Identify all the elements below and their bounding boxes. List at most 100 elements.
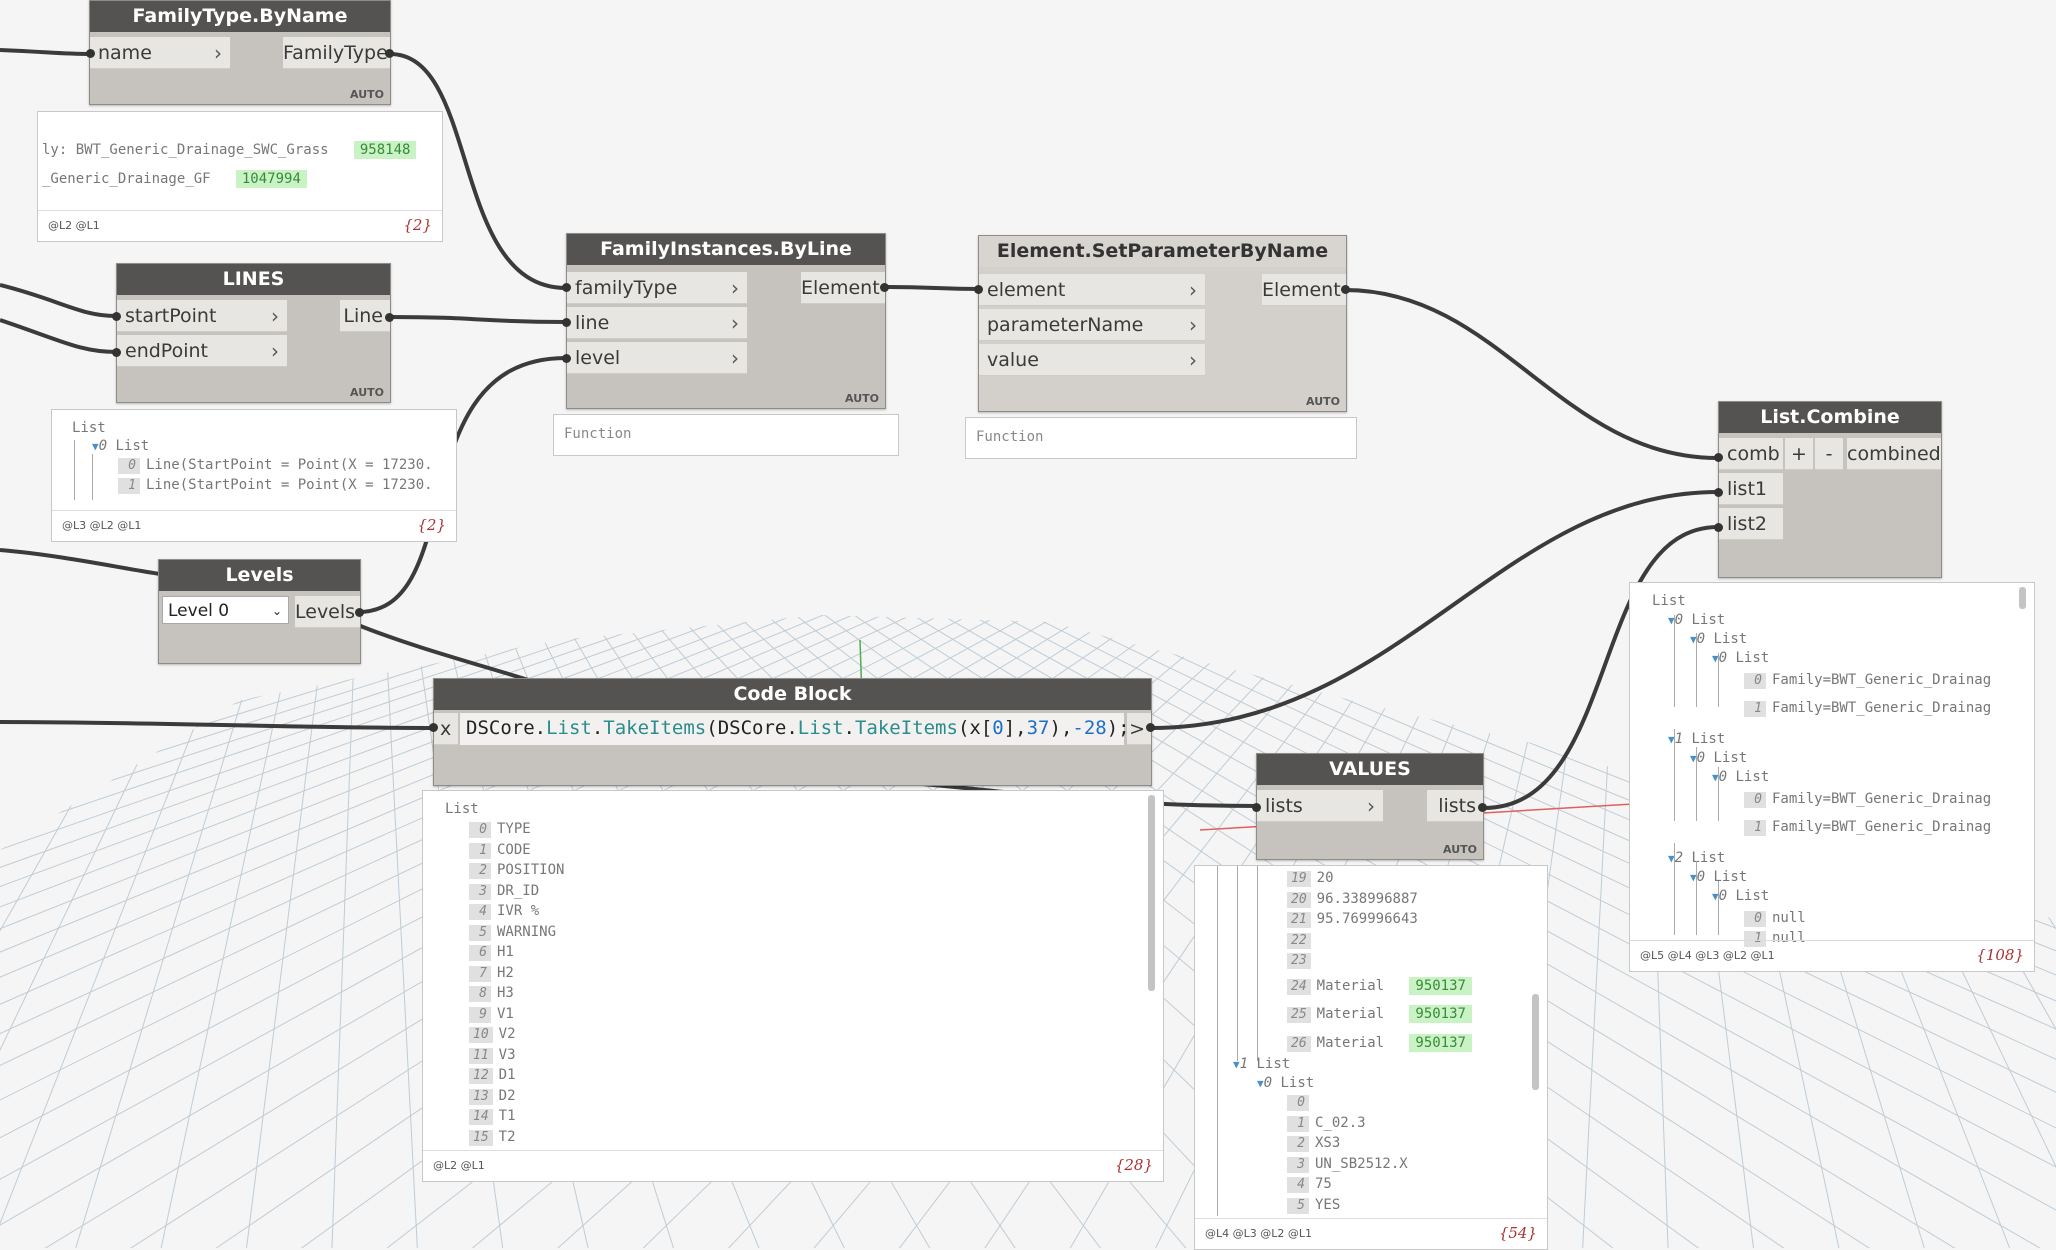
preview-root: List [1652, 593, 1686, 609]
add-input-button[interactable]: + [1785, 438, 1813, 470]
triangle-down-icon: ▼ [1712, 652, 1719, 665]
input-port-lists[interactable]: lists› [1257, 790, 1383, 822]
chevron-right-icon: › [731, 346, 739, 370]
node-values[interactable]: VALUES lists› lists AUTO [1256, 753, 1484, 860]
triangle-down-icon: ▼ [1690, 871, 1697, 884]
port-dot [112, 348, 121, 357]
input-port-start-point[interactable]: startPoint› [117, 300, 287, 332]
node-lines[interactable]: LINES startPoint› endPoint› Line AUTO [116, 263, 391, 403]
triangle-down-icon: ▼ [1668, 614, 1675, 627]
preview-sublist: ▼0 List [1690, 631, 1748, 647]
port-dot [562, 354, 571, 363]
preview-family-type[interactable]: ly: BWT_Generic_Drainage_SWC_Grass 95814… [37, 111, 443, 242]
input-port-family-type[interactable]: familyType› [567, 272, 747, 304]
scrollbar[interactable] [2019, 587, 2026, 609]
output-port-family-type[interactable]: FamilyType [283, 37, 390, 69]
preview-sublist: ▼0 List [1690, 869, 1748, 885]
input-port-comb[interactable]: comb [1719, 438, 1783, 470]
input-port-element[interactable]: element› [979, 274, 1205, 306]
preview-sublist: ▼0 List [92, 438, 150, 454]
code-text[interactable]: DSCore.List.TakeItems(DSCore.List.TakeIt… [466, 717, 1130, 739]
input-port-end-point[interactable]: endPoint› [117, 335, 287, 367]
preview-function[interactable]: Function [553, 414, 899, 456]
chevron-right-icon: › [1189, 313, 1197, 337]
triangle-down-icon: ▼ [1712, 771, 1719, 784]
input-port-list1[interactable]: list1 [1719, 473, 1783, 505]
lacing-badge[interactable]: AUTO [1443, 843, 1477, 856]
preview-sublist: ▼1 List [1668, 731, 1726, 747]
output-port-lists[interactable]: lists [1427, 790, 1483, 822]
node-set-parameter-by-name[interactable]: Element.SetParameterByName element› para… [978, 235, 1347, 412]
triangle-down-icon: ▼ [1712, 890, 1719, 903]
code-editor[interactable] [460, 713, 1124, 745]
output-port-combined[interactable]: combined [1847, 438, 1941, 470]
chevron-right-icon: › [1189, 278, 1197, 302]
remove-input-button[interactable]: - [1815, 438, 1843, 470]
chevron-right-icon: › [271, 339, 279, 363]
node-title: List.Combine [1719, 402, 1941, 433]
input-port-list2[interactable]: list2 [1719, 508, 1783, 540]
chevron-right-icon: › [214, 41, 222, 65]
node-list-combine[interactable]: List.Combine comb + - combined list1 lis… [1718, 401, 1942, 578]
node-levels[interactable]: Levels Level 0 ⌄ Levels [158, 559, 361, 664]
node-code-block[interactable]: Code Block x DSCore.List.TakeItems(DSCor… [433, 678, 1152, 786]
lacing-badge[interactable]: AUTO [845, 392, 879, 405]
preview-function[interactable]: Function [965, 417, 1357, 459]
input-port-level[interactable]: level› [567, 342, 747, 374]
output-port-element[interactable]: Element [1262, 274, 1346, 306]
preview-row: ly: BWT_Generic_Drainage_SWC_Grass 95814… [42, 141, 417, 159]
port-dot [562, 283, 571, 292]
output-port-element[interactable]: Element [801, 272, 885, 304]
output-port-levels[interactable]: Levels [295, 596, 360, 628]
triangle-down-icon: ▼ [1690, 633, 1697, 646]
preview-root: List [445, 801, 479, 817]
lacing-badge[interactable]: AUTO [350, 88, 384, 101]
level-dropdown[interactable]: Level 0 ⌄ [162, 596, 289, 624]
preview-sublist: ▼0 List [1257, 1075, 1315, 1091]
port-dot [385, 313, 394, 322]
node-title: VALUES [1257, 754, 1483, 785]
preview-sublist: ▼0 List [1690, 750, 1748, 766]
preview-sublist: ▼0 List [1712, 888, 1770, 904]
port-dot [86, 49, 95, 58]
triangle-down-icon: ▼ [1257, 1077, 1264, 1090]
input-port-line[interactable]: line› [567, 307, 747, 339]
scrollbar[interactable] [1532, 994, 1539, 1090]
preview-row: _Generic_Drainage_GF 1047994 [42, 170, 307, 188]
lacing-badge[interactable]: AUTO [350, 386, 384, 399]
node-family-instances-by-line[interactable]: FamilyInstances.ByLine familyType› line›… [566, 233, 886, 409]
input-port-x[interactable]: x [434, 713, 458, 745]
triangle-down-icon: ▼ [1233, 1058, 1240, 1071]
output-port-line[interactable]: Line [340, 300, 390, 332]
lacing-badge[interactable]: AUTO [1306, 395, 1340, 408]
preview-footer: @L2 @L1{28} [423, 1150, 1163, 1181]
input-port-value[interactable]: value› [979, 344, 1205, 376]
scrollbar[interactable] [1148, 795, 1155, 991]
port-dot [429, 723, 438, 732]
input-port-parameter-name[interactable]: parameterName› [979, 309, 1205, 341]
node-family-type-by-name[interactable]: FamilyType.ByName name› FamilyType AUTO [89, 0, 391, 105]
input-port-name[interactable]: name› [90, 37, 230, 69]
